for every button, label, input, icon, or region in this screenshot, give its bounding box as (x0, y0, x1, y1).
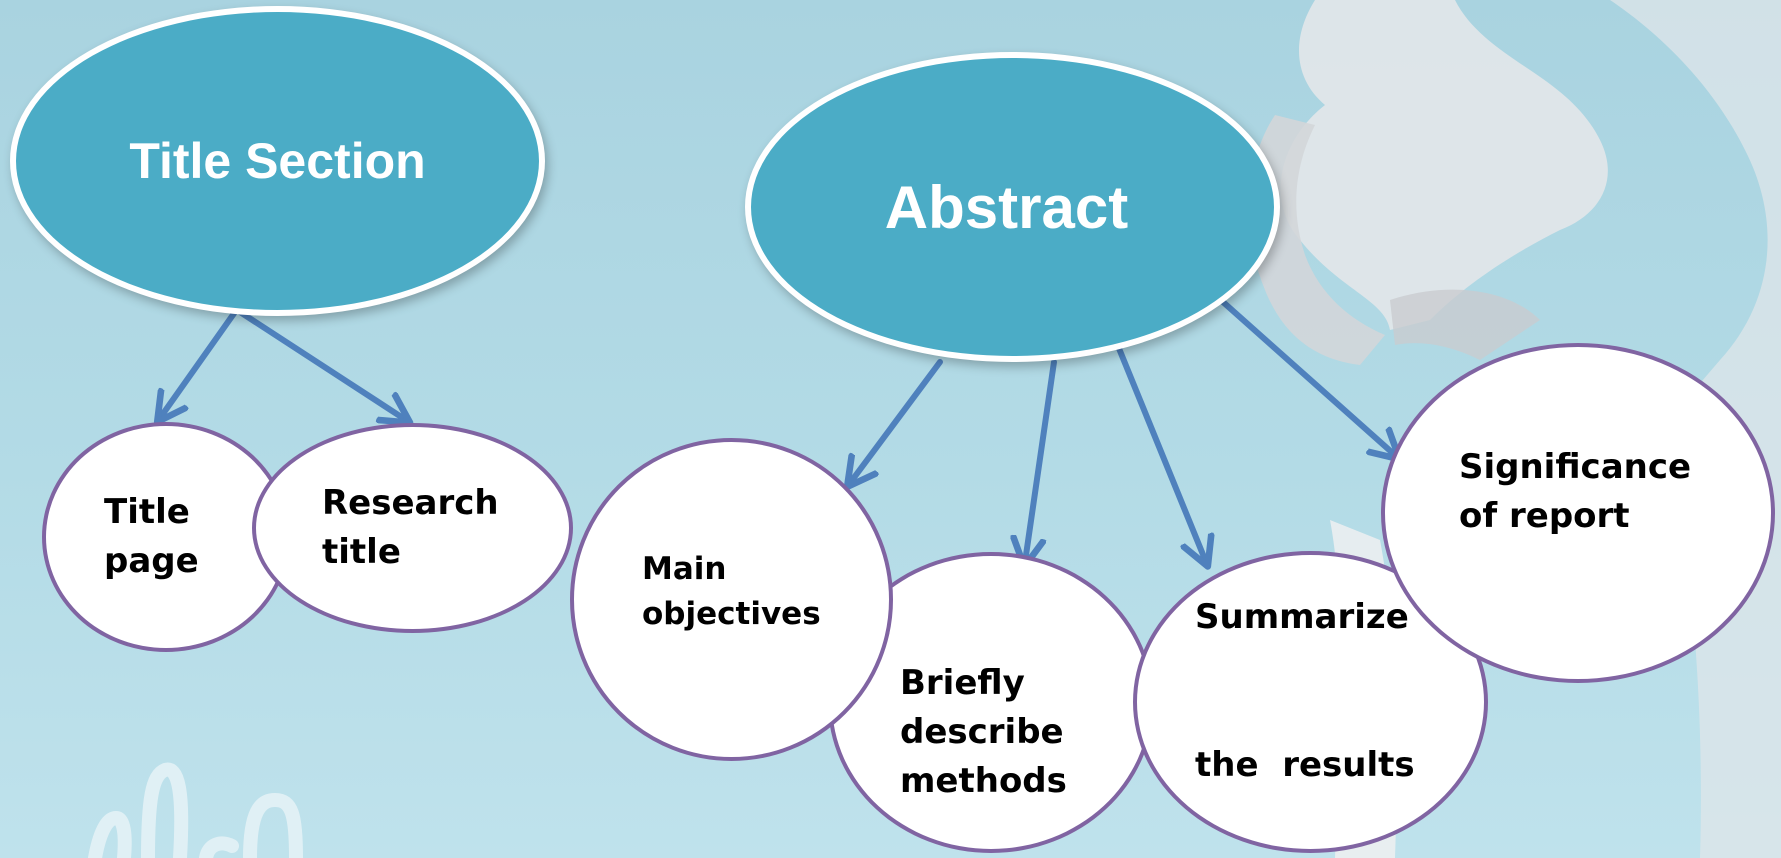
summarize-results-line-2: the results (1195, 745, 1415, 786)
title-page-label: Title page (104, 488, 199, 587)
research-title-line-2: title (322, 532, 401, 572)
significance-of-report-label: Significance of report (1459, 443, 1691, 542)
abstract-node: Abstract (745, 52, 1280, 362)
arrow-abstract-to-main-objectives (850, 359, 943, 483)
main-objectives-line-2: objectives (642, 595, 821, 632)
arrow-title-section-to-title-page (160, 309, 238, 418)
title-section-node: Title Section (10, 6, 545, 316)
thinker-body (1280, 0, 1608, 330)
research-title-node: Research title (252, 423, 573, 633)
decorative-squiggle (88, 762, 303, 858)
arrow-title-section-to-research-title (237, 309, 406, 420)
arrow-abstract-to-significance (1220, 299, 1396, 456)
briefly-describe-methods-line-2: describe (900, 711, 1064, 752)
summarize-results-label: Summarize the results (1195, 495, 1415, 858)
significance-of-report-node: Significance of report (1381, 343, 1775, 683)
briefly-describe-methods-line-3: methods (900, 761, 1067, 802)
main-objectives-node: Main objectives (570, 438, 893, 761)
arrow-abstract-to-briefly-describe-methods (1025, 359, 1057, 562)
research-title-line-1: Research (322, 482, 499, 523)
briefly-describe-methods-label: Briefly describe methods (900, 659, 1067, 807)
title-page-line-1: Title (104, 491, 190, 532)
significance-of-report-line-2: of report (1459, 496, 1630, 536)
significance-of-report-line-1: Significance (1459, 446, 1692, 487)
title-page-line-2: page (104, 541, 199, 581)
research-title-label: Research title (322, 479, 499, 578)
thinker-leg (1390, 289, 1540, 360)
title-section-label: Title Section (129, 133, 426, 189)
main-objectives-line-1: Main (642, 550, 727, 587)
abstract-label: Abstract (884, 173, 1129, 241)
summarize-results-line-1: Summarize (1195, 597, 1409, 638)
main-objectives-label: Main objectives (642, 547, 821, 637)
title-page-node: Title page (42, 422, 290, 652)
thinker-arm (1248, 115, 1385, 365)
briefly-describe-methods-line-1: Briefly (900, 662, 1025, 703)
arrow-abstract-to-summarize-results (1115, 343, 1206, 562)
